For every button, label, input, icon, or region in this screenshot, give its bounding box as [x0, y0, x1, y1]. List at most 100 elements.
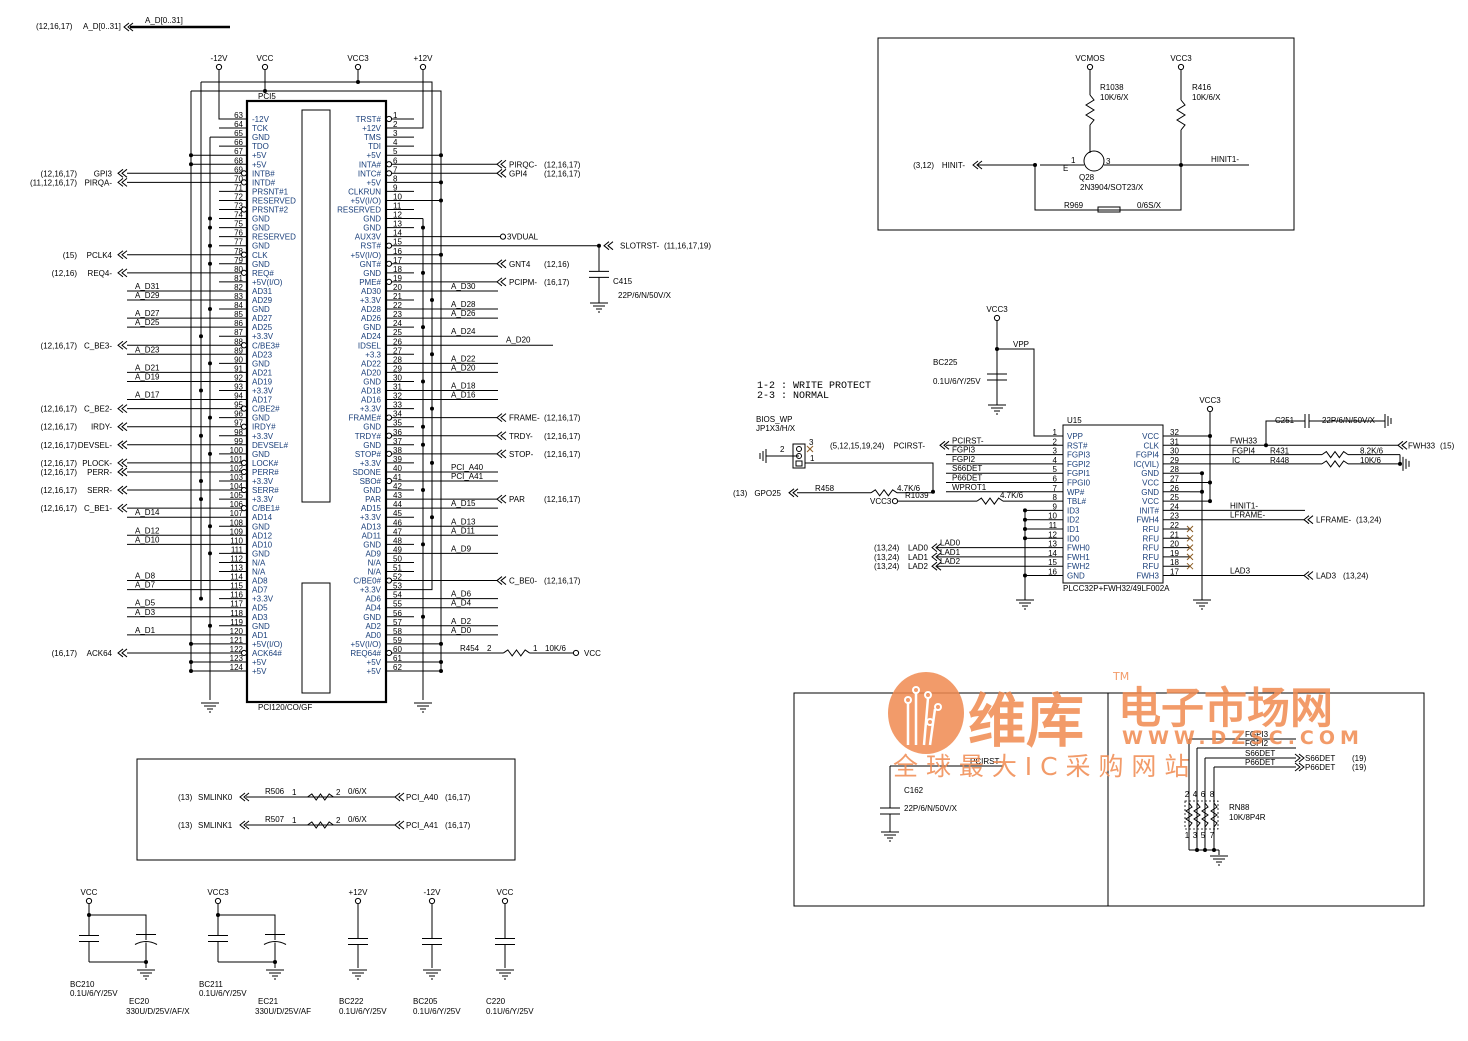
pci-pin-number: 36 [393, 428, 402, 437]
pci-pin-name: +3.3 [365, 350, 381, 359]
pci-pin-number: 62 [393, 663, 402, 672]
port-arrow-icon [935, 543, 942, 552]
bus-label: A_D29 [135, 291, 160, 300]
smlink-res-ref: R506 [265, 787, 285, 796]
pci-pin-number: 13 [393, 220, 402, 229]
pci-pin-name: GNT# [360, 260, 382, 269]
port-arrow-icon [788, 488, 795, 498]
pci-pin-number: 75 [234, 220, 243, 229]
vcc3-label: VCC3 [986, 305, 1008, 314]
jumper-resistor-icon [1097, 206, 1121, 213]
port-arrow-icon [121, 168, 128, 178]
pci-pin-name: GND [252, 549, 270, 558]
port-arrow-icon [496, 277, 503, 287]
rn88-pin: 5 [1201, 831, 1206, 840]
port-arrow-icon [121, 177, 128, 187]
pci-pin-number: 32 [393, 392, 402, 401]
smlink-port-refs: (16,17) [445, 821, 471, 830]
pci-pin-number: 27 [393, 346, 402, 355]
lad-net-label: LAD2 [940, 557, 961, 566]
pci-pin-number: 54 [393, 591, 402, 600]
pci-key-upper [301, 109, 331, 503]
pci-pin-number: 122 [230, 645, 244, 654]
pci-pin-name: GND [252, 215, 270, 224]
pci-pin-name: GND [252, 224, 270, 233]
pci-pin-number: 67 [234, 147, 243, 156]
inverter-bubble-icon [240, 206, 248, 213]
junction-dot [1023, 536, 1027, 541]
port-ref-label: (12,16,17) [41, 459, 78, 468]
pci-pin-name: RESERVED [252, 233, 296, 242]
power-port-icon [891, 498, 899, 505]
pci-pin-name: N/A [252, 558, 266, 567]
junction-dot [1203, 848, 1207, 852]
electrolytic-capacitor-icon [263, 941, 287, 945]
rn88-net-label: FGPI3 [1245, 730, 1269, 739]
port-arrow-icon [500, 431, 507, 441]
u15-pin-name: RFU [1143, 534, 1160, 543]
pci-pin-number: 57 [393, 618, 402, 627]
inverter-bubble-icon [385, 649, 393, 657]
junction-dot [263, 89, 267, 93]
smlink-res-value: 0/6/X [348, 787, 367, 796]
lad-net-label: LAD0 [940, 539, 961, 548]
pci-pin-number: 26 [393, 337, 402, 346]
pci-pin-name: +5V(I/O) [351, 251, 382, 260]
pci-pin-name: REQ64# [350, 649, 381, 658]
port-arrow-icon [1303, 515, 1310, 525]
pci-pin-number: 61 [393, 654, 402, 663]
junction-dot [421, 442, 425, 447]
rn88-pin: 6 [1201, 790, 1206, 799]
no-connect-icon [1186, 544, 1194, 551]
bus-label: A_D0 [451, 626, 472, 635]
pci-pin-number: 18 [393, 265, 402, 274]
port-ref-label: (12,16,17) [544, 414, 581, 423]
pci-pin-number: 24 [393, 319, 402, 328]
fgpi4-net: FGPI4 [1232, 447, 1256, 456]
port-net-label: STOP- [509, 450, 534, 459]
junction-dot [189, 641, 193, 646]
ec-ref: EC20 [129, 997, 150, 1006]
bus-label: A_D6 [451, 590, 472, 599]
port-net-label: GNT4 [509, 260, 531, 269]
slotrst-label: SLOTRST- [620, 242, 659, 251]
pci-pin-name: AD30 [361, 287, 382, 296]
c415-value: 22P/6/N/50V/X [618, 291, 672, 300]
pci-pin-number: 107 [230, 509, 244, 518]
port-arrow-icon [398, 792, 405, 802]
decoupling-rail: +12V [349, 888, 369, 897]
lad-port-refs: (13,24) [874, 544, 900, 553]
pci-pin-number: 93 [234, 383, 243, 392]
pci-pin-number: 89 [234, 346, 243, 355]
pci-pin-name: AUX3V [355, 233, 382, 242]
junction-dot [208, 451, 212, 456]
inverter-bubble-icon [240, 405, 248, 412]
port-arrow-icon [394, 820, 401, 830]
junction-dot [356, 80, 360, 84]
power-port-icon [85, 897, 93, 905]
pci-pin-name: SERR# [252, 486, 279, 495]
pci-pin-name: TDI [368, 142, 381, 151]
port-net-label: ACK64 [87, 649, 113, 658]
pci-pin-number: 38 [393, 446, 402, 455]
pci-key-lower [301, 582, 331, 694]
pci-pin-name: +5V [252, 160, 267, 169]
jumper-note-1: 1-2 : WRITE PROTECT [757, 381, 871, 392]
port-ref-label: (12,16,17) [544, 160, 581, 169]
bus-net-label: A_D[0..31] [145, 16, 183, 25]
bus-label: A_D17 [135, 391, 160, 400]
port-arrow-icon [943, 440, 950, 450]
pci-pin-name: CLKRUN [348, 187, 381, 196]
pci-pin-name: +3.3V [360, 296, 382, 305]
u15-pin-number: 1 [1053, 428, 1058, 437]
port-ref-label: (12,16,17) [544, 169, 581, 178]
junction-dot [1023, 517, 1027, 522]
power-port-icon [354, 897, 362, 905]
pci-pin-name: +5V [367, 667, 382, 676]
u15-pin-number: 15 [1048, 558, 1057, 567]
r458-value: 4.7K/6 [897, 484, 921, 493]
port-arrow-icon [496, 413, 503, 423]
power-port-icon [214, 897, 222, 905]
pci-pin-number: 6 [393, 156, 398, 165]
decoupling-rail: -12V [424, 888, 442, 897]
